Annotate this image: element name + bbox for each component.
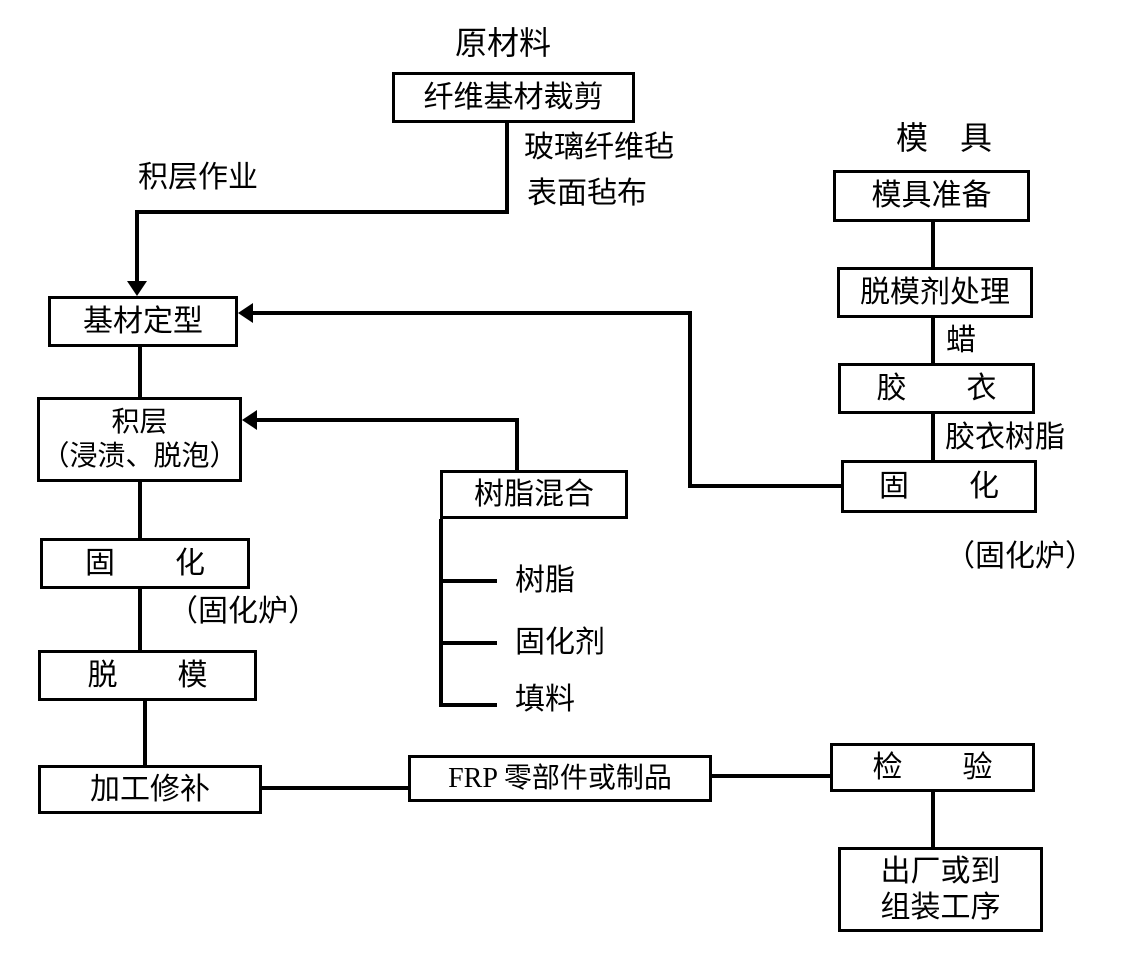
node-resin-mixing: 树脂混合 [440, 470, 628, 519]
connector-into-substrate-side-shaft [250, 311, 692, 315]
node-shipping: 出厂或到 组装工序 [838, 847, 1043, 932]
gelcoat-resin-label: 胶衣树脂 [945, 421, 1065, 454]
connector-moldprep-release [931, 222, 935, 267]
connector-cutting-left [135, 210, 509, 214]
node-release-agent: 脱模剂处理 [837, 267, 1033, 318]
node-fiber-cutting: 纤维基材裁剪 [392, 72, 635, 123]
mold-label: 模 具 [896, 120, 993, 156]
connector-into-substrate-shaft [135, 210, 139, 283]
connector-frp-inspection [712, 774, 830, 778]
node-curing-left: 固 化 [40, 538, 250, 589]
connector-curing-demolding [138, 589, 142, 650]
node-shipping-line1: 出厂或到 [880, 854, 1001, 888]
connector-into-lamination-shaft [255, 418, 519, 422]
node-shipping-line2: 组装工序 [880, 890, 1001, 924]
arrowhead-into-substrate-top [127, 281, 147, 296]
node-lamination-line2: （浸渍、脱泡） [41, 440, 238, 472]
arrowhead-into-substrate-side [238, 303, 253, 323]
ingredient-filler-label: 填料 [515, 683, 575, 716]
connector-release-gelcoat [931, 318, 935, 363]
node-gelcoat: 胶 衣 [838, 363, 1035, 414]
connector-inspection-shipping [931, 792, 935, 847]
node-frp-parts: FRP 零部件或制品 [408, 755, 712, 802]
connector-resinmix-up [515, 418, 519, 470]
connector-curingright-up [688, 311, 692, 488]
connector-demolding-finishing [143, 701, 147, 765]
connector-lamination-curing [138, 482, 142, 538]
wax-label: 蜡 [946, 324, 976, 357]
surface-mat-label: 表面毡布 [527, 177, 647, 210]
ingredient-hardener-label: 固化剂 [515, 626, 605, 659]
connector-gelcoat-curing [931, 414, 935, 460]
connector-ingredient-trunk [439, 519, 443, 707]
connector-substrate-lamination [138, 347, 142, 397]
node-demolding: 脱 模 [38, 650, 257, 701]
connector-curingright-left [688, 484, 841, 488]
node-lamination-line1: 积层 [111, 406, 168, 438]
connector-tick-hardener [439, 641, 497, 645]
lamination-work-label: 积层作业 [138, 161, 258, 194]
curing-oven-left-label: （固化炉） [168, 595, 318, 628]
node-finishing: 加工修补 [38, 765, 262, 814]
node-mold-preparation: 模具准备 [833, 170, 1030, 222]
node-substrate-forming: 基材定型 [48, 296, 238, 347]
arrowhead-into-lamination [242, 410, 257, 430]
connector-finishing-frp [262, 786, 408, 790]
connector-tick-filler [439, 703, 497, 707]
node-curing-right: 固 化 [841, 460, 1037, 513]
ingredient-resin-label: 树脂 [515, 564, 575, 597]
node-lamination: 积层 （浸渍、脱泡） [37, 397, 242, 482]
glass-fiber-mat-label: 玻璃纤维毡 [524, 131, 674, 164]
connector-tick-resin [439, 579, 497, 583]
connector-cutting-down [505, 122, 509, 214]
raw-material-label: 原材料 [455, 25, 552, 61]
curing-oven-right-label: （固化炉） [945, 540, 1095, 573]
node-inspection: 检 验 [830, 743, 1035, 792]
